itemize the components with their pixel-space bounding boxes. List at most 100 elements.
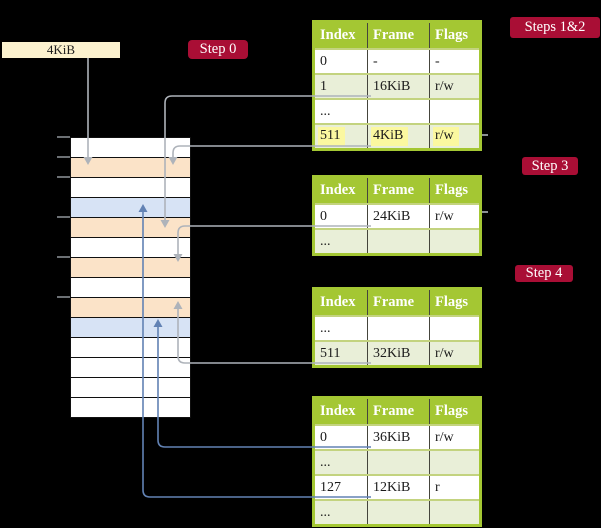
table-cell bbox=[429, 501, 479, 524]
table-row: ... bbox=[315, 315, 479, 340]
table-row: 511 4KiB r/w bbox=[315, 123, 479, 148]
step-4-text: Step 4 bbox=[525, 265, 563, 281]
column-header: Flags bbox=[429, 178, 479, 203]
cell-text: r/w bbox=[435, 78, 454, 94]
table-cell: - bbox=[367, 50, 429, 73]
table-cell bbox=[429, 451, 479, 474]
column-header: Index bbox=[320, 27, 356, 43]
cell-text: 127 bbox=[320, 479, 341, 495]
column-header: Index bbox=[320, 294, 356, 310]
table-cell: r/w bbox=[429, 426, 479, 449]
highlighted-cell-text: r/w bbox=[433, 127, 459, 146]
memory-row-white bbox=[71, 138, 190, 157]
memory-row-white bbox=[71, 337, 190, 357]
cell-text: 0 bbox=[320, 208, 327, 224]
highlighted-cell-text: 4KiB bbox=[371, 127, 409, 146]
cell-text: 0 bbox=[320, 53, 327, 69]
table-row: 0 24KiB r/w bbox=[315, 203, 479, 228]
table-row: 127 12KiB r bbox=[315, 474, 479, 499]
column-header: Flags bbox=[429, 399, 479, 424]
table-row: ... bbox=[315, 449, 479, 474]
table-cell: 36KiB bbox=[367, 426, 429, 449]
memory-tick-marks bbox=[57, 136, 70, 298]
table-cell: r bbox=[429, 476, 479, 499]
table-cell: 1 bbox=[315, 75, 367, 98]
memory-row-blue bbox=[71, 317, 190, 337]
cell-text: r bbox=[435, 479, 440, 495]
table-cell: 0 bbox=[315, 50, 367, 73]
cell-text: 16KiB bbox=[373, 78, 411, 94]
cell-text: 1 bbox=[320, 78, 327, 94]
step-0-label: Step 0 bbox=[188, 40, 248, 59]
table-cell bbox=[429, 317, 479, 340]
table-cell: 511 bbox=[315, 125, 367, 148]
table-cell: ... bbox=[315, 501, 367, 524]
physical-memory-stack bbox=[70, 137, 191, 418]
table-cell bbox=[367, 451, 429, 474]
memory-row-white bbox=[71, 357, 190, 377]
table-cell: r/w bbox=[429, 205, 479, 228]
frame-size-box: 4KiB bbox=[2, 42, 120, 58]
table-cell: ... bbox=[315, 317, 367, 340]
steps-1-2-label: Steps 1&2 bbox=[510, 17, 600, 38]
memory-row-orange bbox=[71, 157, 190, 177]
memory-row-white bbox=[71, 397, 190, 417]
column-header: Flags bbox=[429, 290, 479, 315]
table-cell: r/w bbox=[429, 342, 479, 365]
table-cell bbox=[429, 100, 479, 123]
table-cell: 16KiB bbox=[367, 75, 429, 98]
cell-text: r/w bbox=[435, 429, 454, 445]
column-header: Frame bbox=[367, 399, 429, 424]
table-cell bbox=[367, 100, 429, 123]
memory-row-orange bbox=[71, 297, 190, 317]
table-row: ... bbox=[315, 499, 479, 524]
cell-text: 36KiB bbox=[373, 429, 411, 445]
table-row: 1 16KiB r/w bbox=[315, 73, 479, 98]
cell-text: ... bbox=[320, 103, 331, 119]
table-row: ... bbox=[315, 228, 479, 253]
cell-text: - bbox=[435, 53, 440, 69]
highlighted-cell-text: 511 bbox=[318, 127, 346, 146]
steps-1-2-text: Steps 1&2 bbox=[524, 19, 586, 35]
table-row: 0 36KiB r/w bbox=[315, 424, 479, 449]
column-header: Frame bbox=[367, 178, 429, 203]
cell-text: r/w bbox=[435, 208, 454, 224]
table-cell: 0 bbox=[315, 426, 367, 449]
cell-text: ... bbox=[320, 504, 331, 520]
table-cell: 0 bbox=[315, 205, 367, 228]
column-header: Frame bbox=[367, 23, 429, 48]
table-cell: ... bbox=[315, 230, 367, 253]
table-cell bbox=[367, 230, 429, 253]
table-cell: 4KiB bbox=[367, 125, 429, 148]
table-cell: r/w bbox=[429, 125, 479, 148]
column-header: Index bbox=[320, 182, 356, 198]
table-cell: 127 bbox=[315, 476, 367, 499]
memory-row-orange bbox=[71, 217, 190, 237]
memory-row-white bbox=[71, 377, 190, 397]
table-cell bbox=[429, 230, 479, 253]
table-cell: ... bbox=[315, 451, 367, 474]
table-cell: 12KiB bbox=[367, 476, 429, 499]
cell-text: ... bbox=[320, 320, 331, 336]
cell-text: 24KiB bbox=[373, 208, 411, 224]
table-cell: 24KiB bbox=[367, 205, 429, 228]
memory-row-white bbox=[71, 277, 190, 297]
table-cell bbox=[367, 317, 429, 340]
cell-text: - bbox=[373, 53, 378, 69]
column-header: Flags bbox=[429, 23, 479, 48]
step-3-label: Step 3 bbox=[522, 157, 578, 175]
table-row: ... bbox=[315, 98, 479, 123]
table-cell: 32KiB bbox=[367, 342, 429, 365]
table-row: 0 - - bbox=[315, 48, 479, 73]
step-0-text: Step 0 bbox=[199, 41, 237, 57]
column-header: Frame bbox=[367, 290, 429, 315]
